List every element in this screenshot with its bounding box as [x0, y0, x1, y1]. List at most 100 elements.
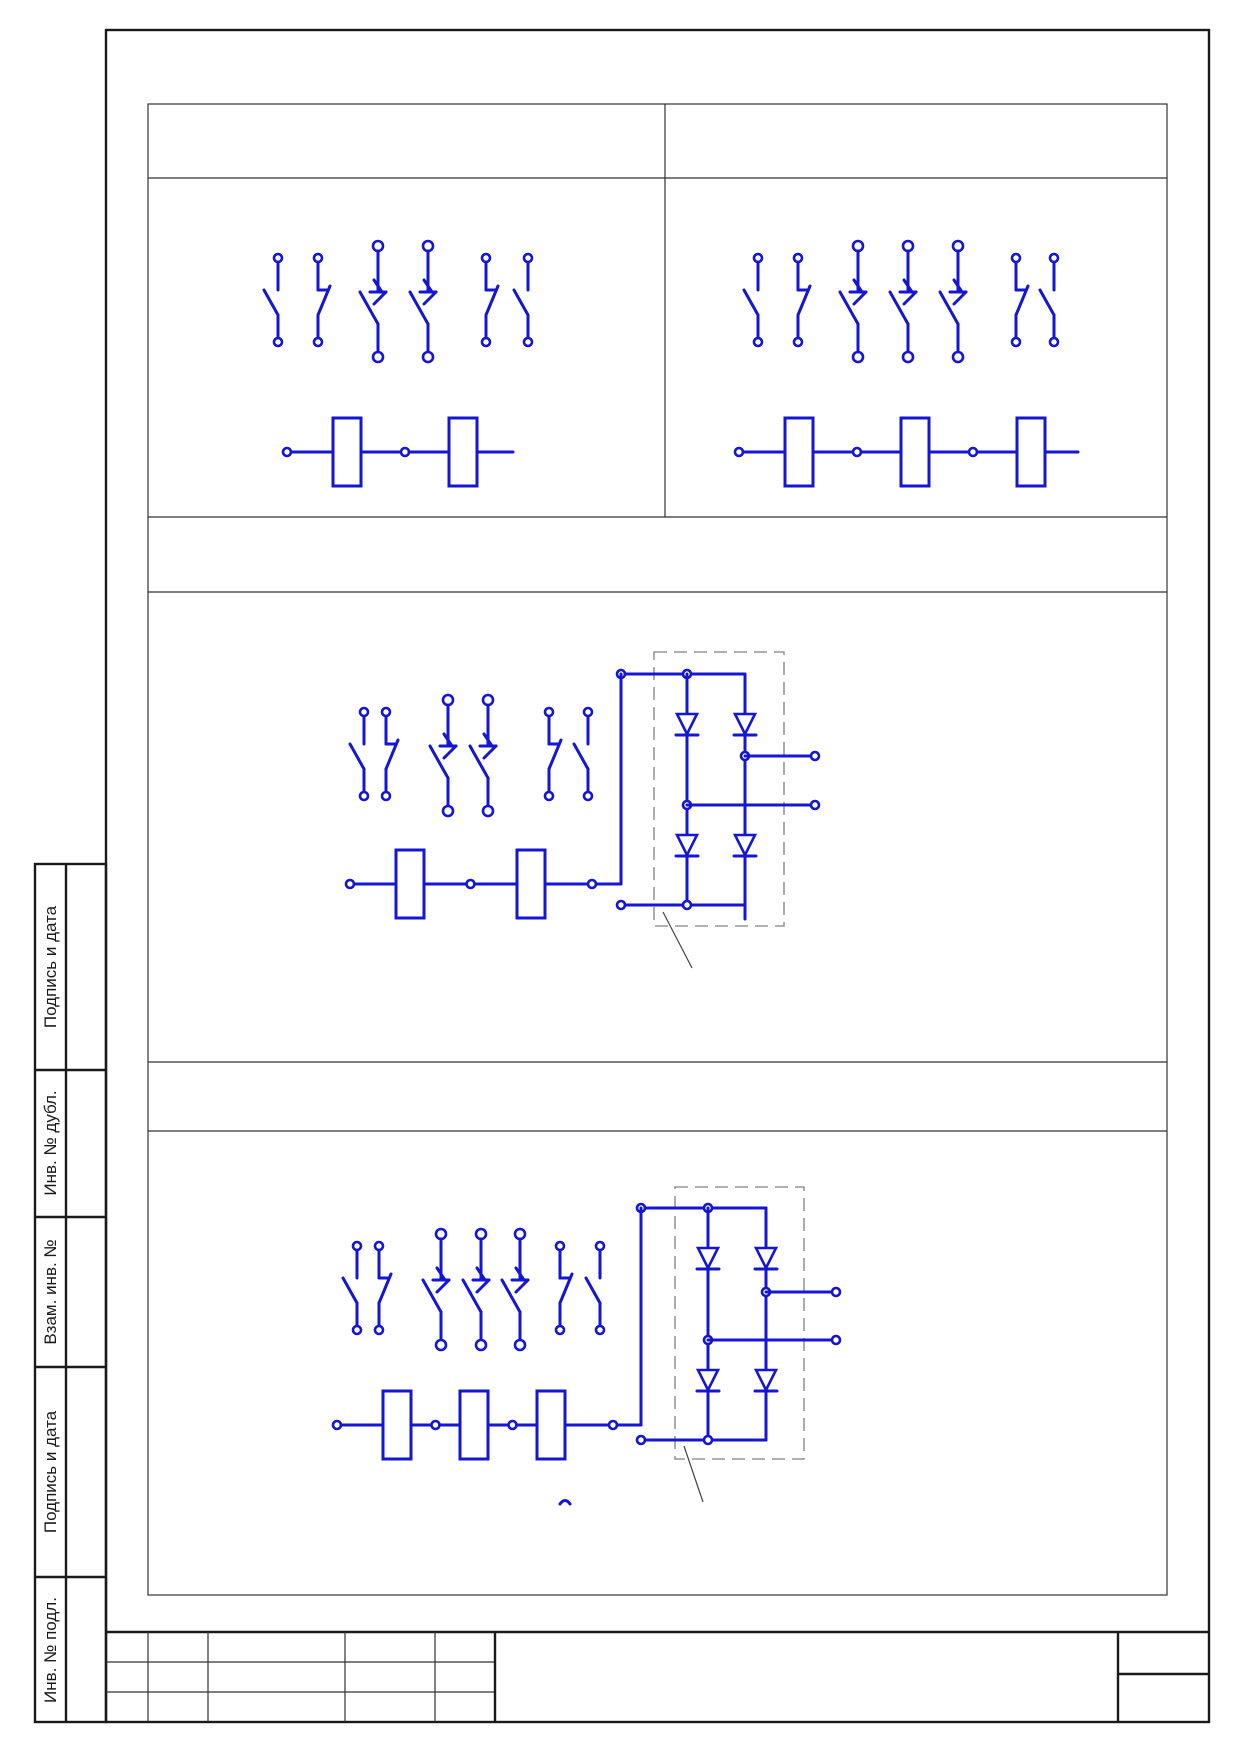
diode-triangle — [674, 712, 700, 737]
relay-coil — [447, 416, 479, 488]
relay-coil — [458, 1389, 490, 1461]
leader-line — [662, 911, 693, 969]
contact-group — [742, 239, 1060, 364]
relay-coil — [535, 1389, 567, 1461]
delayed-contact — [888, 239, 918, 364]
contact-blade — [428, 744, 450, 780]
stray-arc-mark — [558, 1499, 572, 1506]
contact-blade — [316, 284, 332, 317]
contact-terminal — [272, 252, 284, 264]
delay-mark — [422, 290, 438, 306]
relay-coil — [783, 416, 815, 488]
relay-coil — [394, 848, 426, 920]
break-contact — [554, 1240, 574, 1336]
scheme-panel-c — [344, 651, 821, 969]
contact-terminal — [380, 790, 392, 802]
contact-blade — [384, 738, 400, 771]
relay-coil — [899, 416, 931, 488]
delay-mark — [514, 1278, 530, 1294]
delay-mark — [902, 290, 918, 306]
sheet-table — [147, 103, 1168, 1596]
delay-mark — [435, 1278, 451, 1294]
contact-terminal — [594, 1240, 606, 1252]
delayed-contact — [938, 239, 968, 364]
contact-terminal — [582, 790, 594, 802]
contact-terminal — [474, 1338, 488, 1352]
relay-coil — [381, 1389, 413, 1461]
contact-terminal — [792, 252, 804, 264]
delay-mark — [482, 744, 498, 760]
delay-mark — [442, 732, 454, 748]
diode-triangle — [753, 1246, 779, 1271]
delay-mark — [902, 278, 914, 294]
make-contact — [512, 252, 534, 348]
break-contact — [373, 1240, 393, 1336]
binding-strip-border — [33, 862, 108, 1724]
contact-terminal — [358, 706, 370, 718]
diode-triangle — [753, 1368, 779, 1393]
contact-terminal — [951, 350, 965, 364]
make-contact — [348, 706, 370, 802]
contact-blade — [500, 1278, 522, 1314]
diode-triangle — [674, 833, 700, 858]
coil-chain — [344, 848, 547, 920]
contact-terminal — [792, 336, 804, 348]
label-inv-dubl: Инв. № дубл. — [41, 1090, 60, 1195]
contact-group — [348, 693, 594, 818]
delay-mark — [952, 290, 968, 306]
coil-chain — [331, 1389, 567, 1461]
contact-blade — [1014, 284, 1030, 317]
contact-blade — [512, 288, 530, 317]
relay-coil — [1015, 416, 1047, 488]
contact-terminal — [1048, 252, 1060, 264]
contact-terminal — [351, 1240, 363, 1252]
label-podpis-data-upper: Подпись и дата — [41, 905, 60, 1028]
bridge-enclosure — [653, 651, 785, 927]
contact-terminal — [543, 706, 555, 718]
contact-blade — [572, 742, 590, 771]
contact-terminal — [312, 336, 324, 348]
delay-mark — [372, 278, 384, 294]
label-vzam-inv: Взам. инв. № — [41, 1239, 60, 1344]
relay-coil — [331, 416, 363, 488]
contact-terminal — [371, 350, 385, 364]
label-inv-podl: Инв. № подл. — [41, 1597, 60, 1703]
bridge-node — [681, 899, 693, 911]
scheme-panel-a — [262, 239, 534, 488]
make-contact — [341, 1240, 363, 1336]
binding-strip: Инв. № подл. Подпись и дата Взам. инв. №… — [33, 862, 108, 1724]
contact-blade — [377, 1272, 393, 1305]
contact-terminal — [358, 790, 370, 802]
delay-mark — [852, 290, 868, 306]
bridge-node — [702, 1434, 714, 1446]
coil-chain — [281, 416, 479, 488]
contact-terminal — [480, 336, 492, 348]
delay-mark — [852, 278, 864, 294]
contact-blade — [796, 284, 812, 317]
diode-triangle — [695, 1246, 721, 1271]
make-contact — [1038, 252, 1060, 348]
delayed-contact — [408, 239, 438, 364]
delayed-contact — [461, 1227, 491, 1352]
break-contact — [480, 252, 500, 348]
contact-blade — [838, 290, 860, 326]
break-contact — [543, 706, 563, 802]
bridge-enclosure — [674, 1186, 805, 1460]
contact-blade — [468, 744, 490, 780]
contact-group — [341, 1227, 606, 1352]
contact-terminal — [1010, 336, 1022, 348]
make-contact — [584, 1240, 606, 1336]
contact-terminal — [752, 336, 764, 348]
contact-terminal — [351, 1324, 363, 1336]
delay-mark — [435, 1266, 447, 1282]
contact-terminal — [582, 706, 594, 718]
delay-mark — [475, 1266, 487, 1282]
delay-mark — [514, 1266, 526, 1282]
diode-triangle — [695, 1368, 721, 1393]
output-terminal — [830, 1286, 842, 1298]
contact-terminal — [513, 1338, 527, 1352]
break-contact — [380, 706, 400, 802]
diode-triangle — [732, 712, 758, 737]
diode-lower-right — [753, 1368, 779, 1393]
break-contact — [312, 252, 332, 348]
